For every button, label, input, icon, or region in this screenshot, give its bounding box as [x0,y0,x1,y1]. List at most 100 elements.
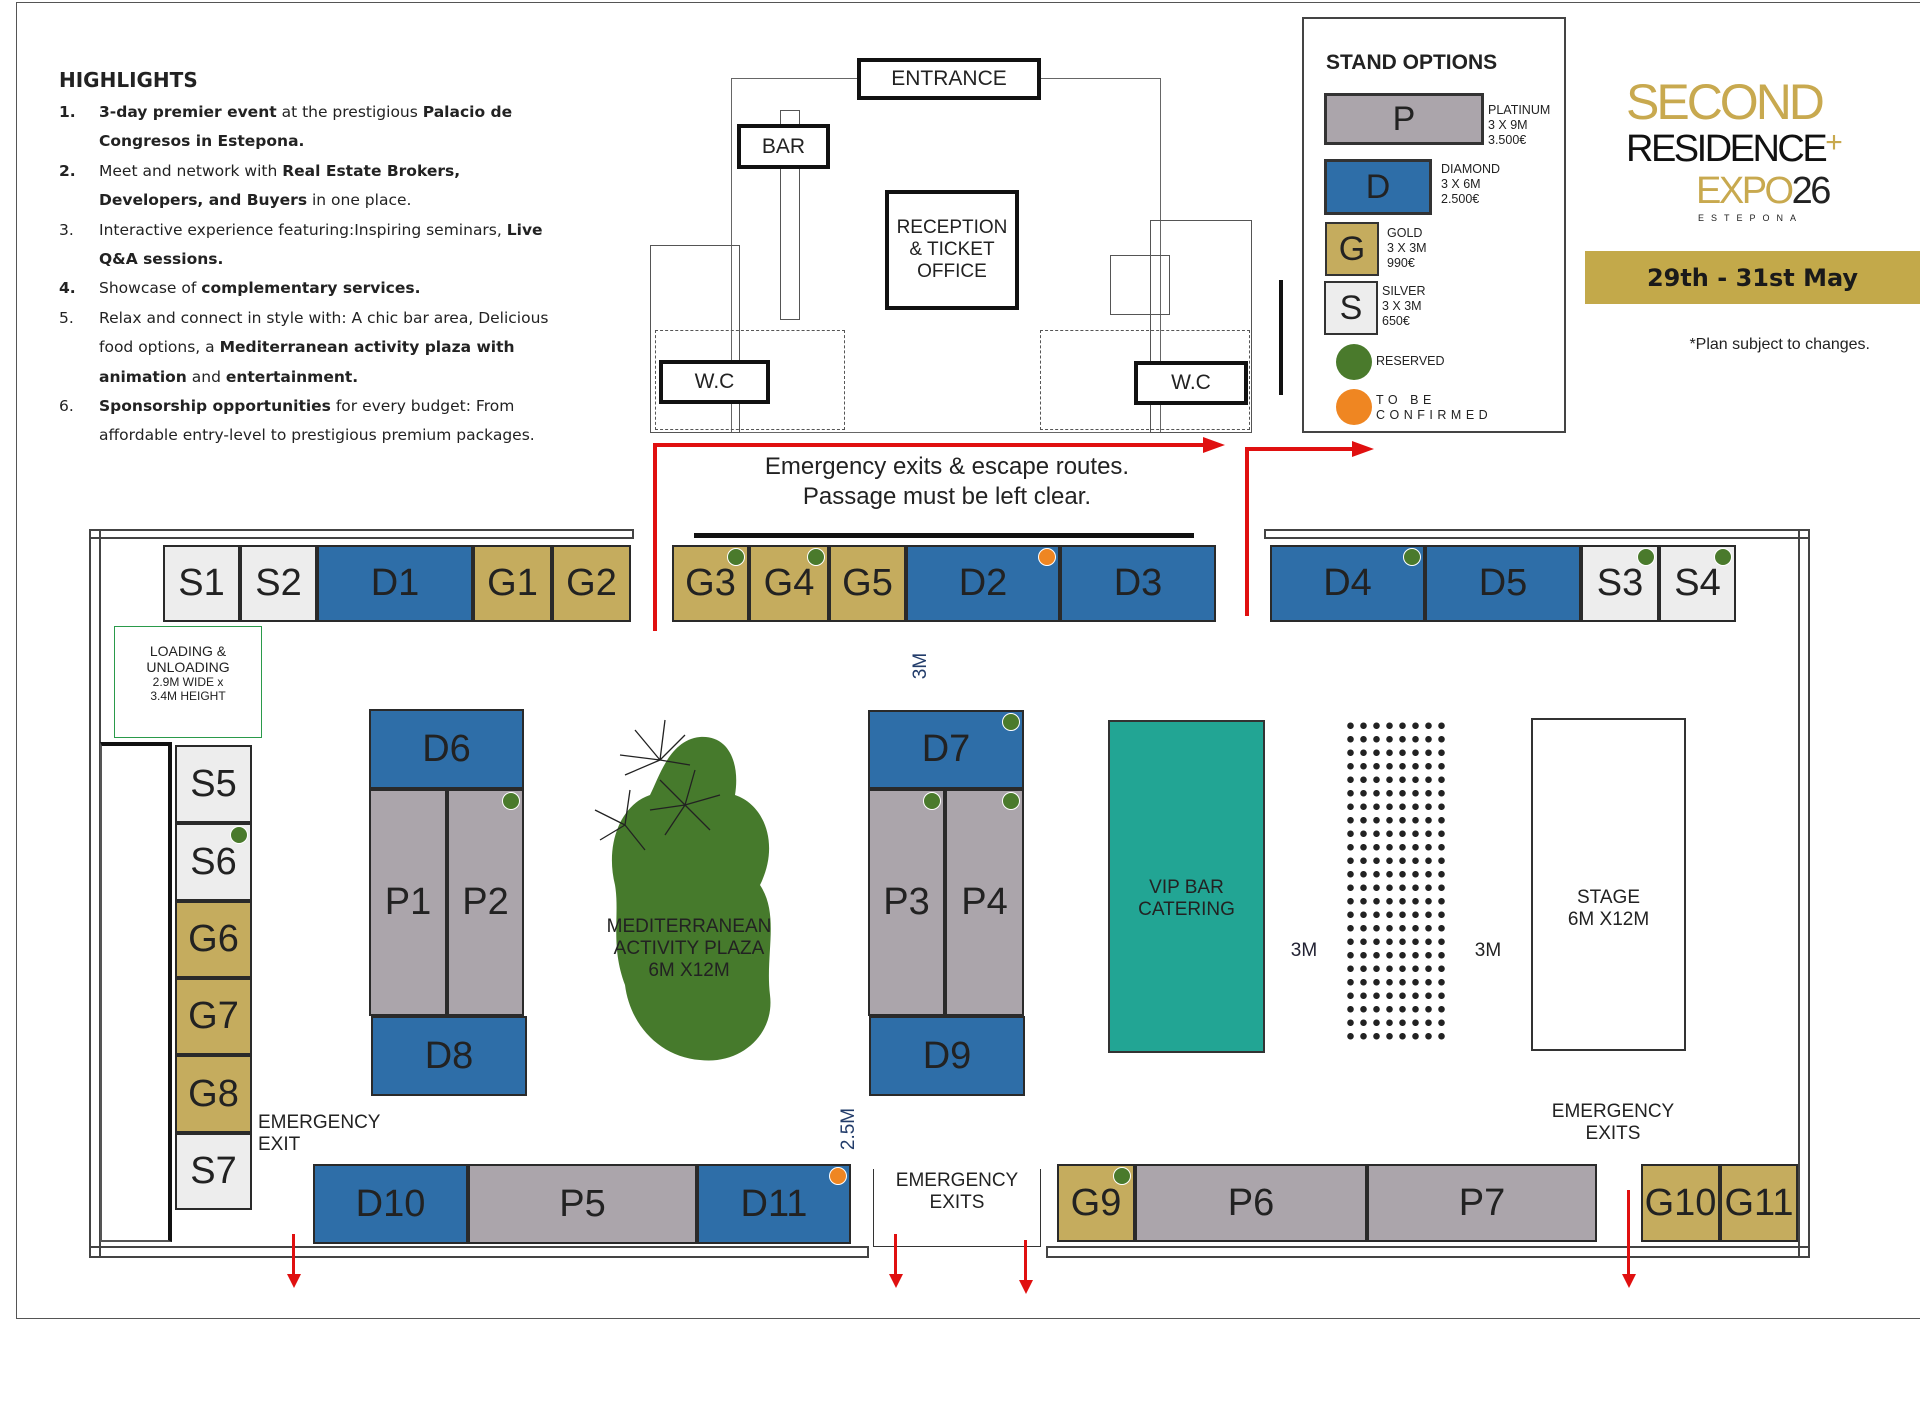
highlight-number: 5. [59,308,74,327]
stand-g7[interactable]: G7 [175,978,252,1055]
stage [1531,718,1686,1051]
bar-room: BAR [737,124,830,169]
legend-platinum-swatch: P [1324,93,1484,145]
seminar-seating [1344,719,1451,1043]
stand-s2[interactable]: S2 [240,545,317,622]
highlight-item: 5. Relax and connect in style with: A chi… [59,304,559,392]
highlight-text: Interactive experience featuring:Inspiri… [99,220,543,269]
stand-s1[interactable]: S1 [163,545,240,622]
stand-d8[interactable]: D8 [371,1016,527,1096]
left-wing-outline [650,245,740,433]
stand-p2[interactable]: P2 [447,789,524,1016]
stand-d6[interactable]: D6 [369,709,524,789]
stand-label: D4 [1323,562,1372,604]
stand-p5[interactable]: P5 [468,1164,697,1244]
stand-d5[interactable]: D5 [1425,545,1581,622]
stand-label: P6 [1227,1181,1275,1224]
logo-line3: EXPO26 [1696,170,1831,212]
stairs [1110,255,1170,315]
expo-logo: SECOND RESIDENCE+ EXPO26 ESTEPONA [1626,76,1886,224]
stand-d2[interactable]: D2 [906,545,1060,622]
stand-label: S5 [190,762,237,805]
aisle-width-label: 2.5M [838,1107,859,1151]
stand-label: S2 [255,562,302,604]
stand-label: S3 [1596,562,1644,604]
hall-wall-bottom-left [89,1246,869,1258]
highlights-title: HIGHLIGHTS [59,68,198,92]
stand-label: D10 [355,1182,426,1225]
wc-left: W.C [659,360,770,404]
stand-label: D6 [422,727,471,770]
hall-wall-right [1798,529,1810,1258]
stand-d11[interactable]: D11 [697,1164,851,1244]
stand-p4[interactable]: P4 [945,789,1024,1016]
stand-d9[interactable]: D9 [869,1016,1025,1096]
stand-p1[interactable]: P1 [369,789,447,1016]
stand-label: S7 [190,1150,237,1192]
loading-corridor [100,742,172,1242]
stand-label: G8 [188,1072,239,1115]
stand-g2[interactable]: G2 [552,545,631,622]
stand-p7[interactable]: P7 [1367,1164,1597,1242]
reserved-dot-icon [1637,548,1655,566]
stand-label: D5 [1478,562,1528,604]
stand-d10[interactable]: D10 [313,1164,468,1244]
stand-label: S6 [190,840,237,883]
stand-g5[interactable]: G5 [829,545,906,622]
stand-label: G5 [842,562,893,604]
highlight-text: Meet and network with Real Estate Broker… [99,161,461,210]
stand-d4[interactable]: D4 [1270,545,1425,622]
stand-g1[interactable]: G1 [473,545,552,622]
logo-line2: RESIDENCE+ [1626,126,1843,171]
highlight-number: 4. [59,279,76,298]
stand-s3[interactable]: S3 [1581,545,1659,622]
hall-wall-top-right [1264,529,1810,539]
stand-label: G1 [487,562,538,604]
stand-label: D7 [921,728,971,770]
escape-arrow-icon [1203,437,1225,453]
tbc-dot-icon [1336,389,1372,425]
emergency-exits-mid-label: EMERGENCY EXITS [895,1170,1019,1213]
wall-segment [1279,280,1283,395]
stand-s5[interactable]: S5 [175,745,252,823]
aisle-width-label: 3M [1474,940,1502,961]
highlight-number: 2. [59,161,76,180]
highlight-text: Relax and connect in style with: A chic … [99,308,549,386]
stand-label: P4 [961,881,1008,923]
emergency-exit-mid-area [873,1169,1041,1247]
exit-arrow-line [1627,1190,1630,1276]
exit-arrow-line [1024,1240,1027,1284]
highlight-number: 3. [59,220,74,239]
stand-p3[interactable]: P3 [868,789,945,1016]
exit-arrow-icon [1622,1274,1636,1288]
stand-label: D2 [958,562,1008,604]
stand-g10[interactable]: G10 [1641,1164,1720,1242]
highlight-text: Showcase of complementary services. [99,279,421,298]
aisle-width-label: 3M [1290,940,1318,961]
escape-route-line [1245,447,1355,451]
stand-label: P3 [883,881,930,923]
stand-d3[interactable]: D3 [1060,545,1216,622]
stand-s7[interactable]: S7 [175,1133,252,1210]
legend-tbc-text: TO BE CONFIRMED [1376,393,1493,422]
stand-label: G4 [763,562,815,604]
reserved-dot-icon [1336,344,1372,380]
reserved-dot-icon [1714,548,1732,566]
escape-route-line [1245,449,1249,616]
stand-d7[interactable]: D7 [868,710,1024,789]
stand-label: P2 [462,881,509,923]
wc-left-stalls [655,330,845,430]
stand-g11[interactable]: G11 [1720,1164,1798,1242]
stand-g8[interactable]: G8 [175,1055,252,1133]
legend-gold-swatch: G [1325,222,1379,276]
emergency-routes-notice: Emergency exits & escape routes. Passage… [764,453,1130,510]
stand-p6[interactable]: P6 [1135,1164,1367,1242]
legend-silver-swatch: S [1324,281,1378,335]
stand-g6[interactable]: G6 [175,901,252,978]
stand-g9[interactable]: G9 [1057,1164,1135,1242]
stand-d1[interactable]: D1 [317,545,473,622]
aisle-width-label: 3M [910,652,931,680]
